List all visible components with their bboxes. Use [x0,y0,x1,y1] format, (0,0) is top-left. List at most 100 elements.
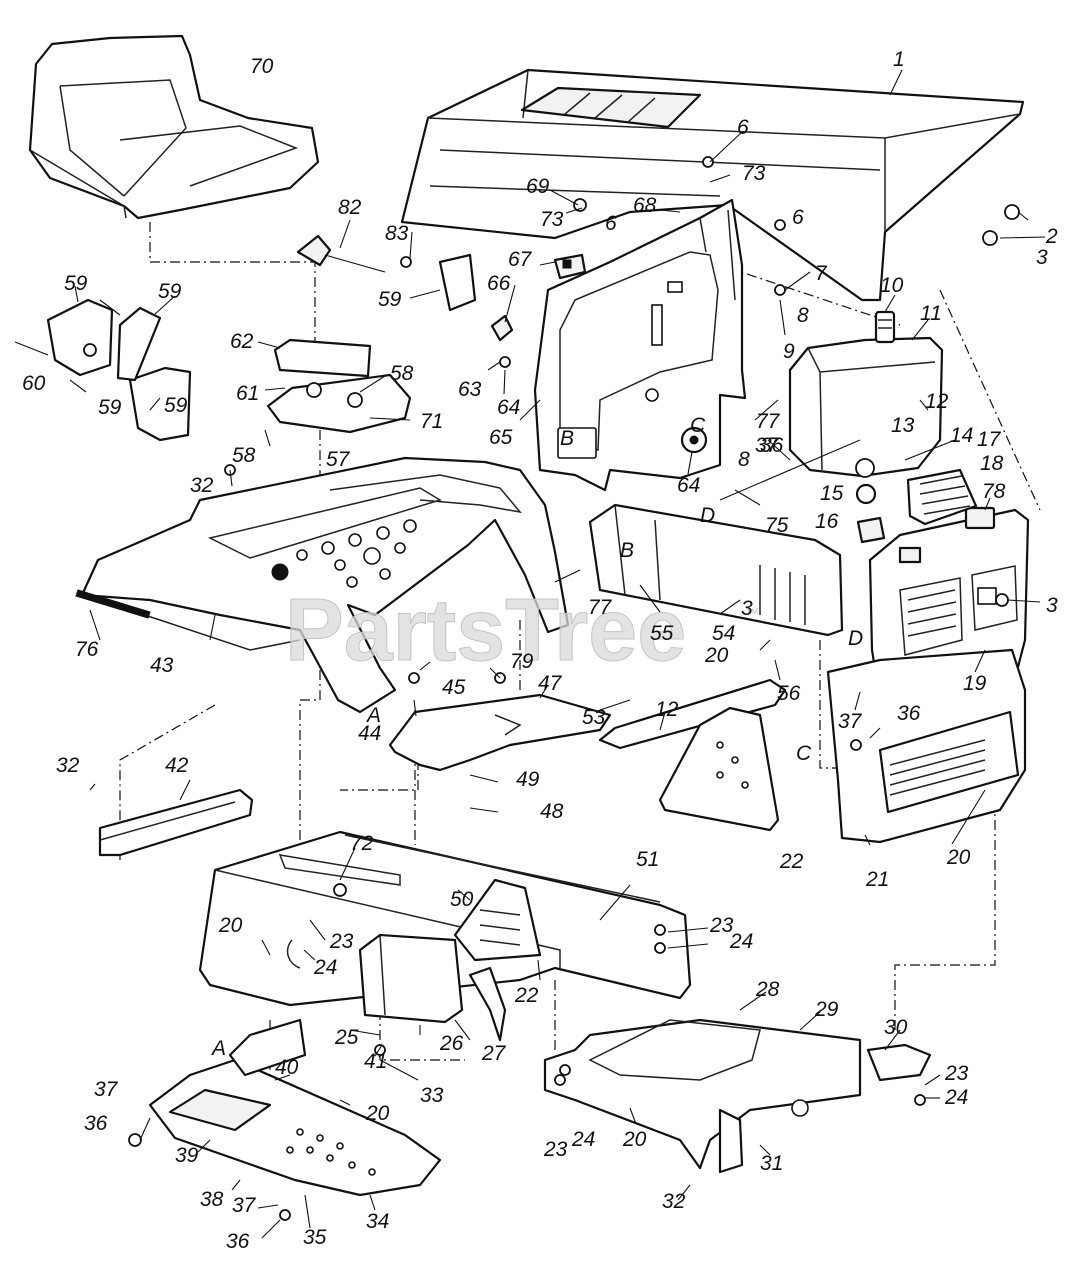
callout-18: 18 [980,452,1004,475]
callout-15: 15 [820,482,844,505]
callout-3: 3 [1036,246,1048,269]
callout-12: 12 [655,698,679,721]
letter-labels: B B C C D D A A [210,414,863,1060]
callout-76: 76 [75,638,99,661]
callout-27: 27 [481,1042,507,1065]
callout-56: 56 [777,682,801,705]
callout-7: 7 [815,262,828,285]
callout-34: 34 [366,1210,389,1233]
callout-25: 25 [334,1026,359,1049]
callout-20: 20 [365,1102,390,1125]
callout-41: 41 [364,1050,387,1073]
callout-44: 44 [358,722,381,745]
callout-59: 59 [164,394,188,417]
callout-1: 1 [893,48,905,71]
callout-51: 51 [636,848,659,871]
callout-22: 22 [779,850,804,873]
callout-57: 57 [326,448,351,471]
callout-32: 32 [190,474,214,497]
callout-59: 59 [98,396,122,419]
callout-78: 78 [982,480,1006,503]
callout-35: 35 [303,1226,327,1249]
callout-8: 8 [797,304,809,327]
callout-23: 23 [709,914,734,937]
letter-c: C [690,414,706,437]
callout-19: 19 [963,672,987,695]
callout-42: 42 [165,754,189,777]
callout-32: 32 [662,1190,686,1213]
fender [75,456,570,714]
callout-21: 21 [865,868,889,891]
hardware [83,156,1020,1221]
callout-31: 31 [760,1152,783,1175]
callout-59: 59 [64,272,88,295]
callout-82: 82 [338,196,362,219]
callout-68: 68 [633,194,657,217]
leader-lines [14,69,1046,1239]
callout-50: 50 [450,888,474,911]
callout-65: 65 [489,426,513,449]
letter-a: A [210,1037,226,1060]
callout-24: 24 [313,956,337,979]
callout-13: 13 [891,414,915,437]
callout-58: 58 [232,444,256,467]
callout-6: 6 [605,212,617,235]
callout-67: 67 [508,248,533,271]
dash-panel [490,198,747,492]
callout-69: 69 [526,175,550,198]
callout-26: 26 [439,1032,464,1055]
callout-37: 37 [232,1194,257,1217]
callout-10: 10 [880,274,904,297]
callout-14: 14 [950,424,973,447]
callout-24: 24 [571,1128,595,1151]
callout-24: 24 [944,1086,968,1109]
callout-54: 54 [712,622,735,645]
callout-48: 48 [540,800,564,823]
letter-a: A [365,704,381,727]
seat [28,34,320,220]
letter-b: B [560,427,574,450]
hood [400,68,1025,302]
callout-22: 22 [514,984,539,1007]
callout-20: 20 [946,846,971,869]
callout-36: 36 [226,1230,250,1253]
watermark-mark: ™ [745,605,759,621]
callout-47: 47 [538,672,563,695]
watermark-text: PartsTree [285,580,686,679]
callout-9: 9 [783,340,795,363]
callout-79: 79 [510,650,534,673]
callout-6: 6 [737,116,749,139]
callout-29: 29 [814,998,839,1021]
callout-58: 58 [390,362,414,385]
callout-73: 73 [742,162,766,185]
callout-63: 63 [458,378,482,401]
fuel-tank [788,310,944,478]
callout-43: 43 [150,654,174,677]
callout-30: 30 [884,1016,908,1039]
callout-59: 59 [158,280,182,303]
callout-numbers: 1 2 3 3 3 6 6 6 7 8 8 9 10 11 12 12 13 1… [22,48,1058,1253]
callout-23: 23 [944,1062,969,1085]
callout-37-dash: 37 [755,434,780,457]
mower-plate [543,1018,932,1174]
grille-assembly [826,468,1030,844]
callout-49: 49 [516,768,540,791]
callout-33: 33 [420,1084,444,1107]
callout-17: 17 [977,428,1002,451]
callout-3: 3 [1046,594,1058,617]
callout-3: 3 [741,597,753,620]
callout-28: 28 [755,978,780,1001]
callout-12: 12 [925,390,949,413]
callout-38: 38 [200,1188,224,1211]
frame [198,830,692,1042]
callout-32: 32 [56,754,80,777]
callout-20: 20 [218,914,243,937]
callout-72: 72 [350,832,374,855]
letter-d: D [848,627,863,650]
callout-55: 55 [650,622,674,645]
callout-11: 11 [920,302,942,325]
callout-39: 39 [175,1144,199,1167]
callout-83: 83 [385,222,409,245]
callout-61: 61 [236,382,259,405]
